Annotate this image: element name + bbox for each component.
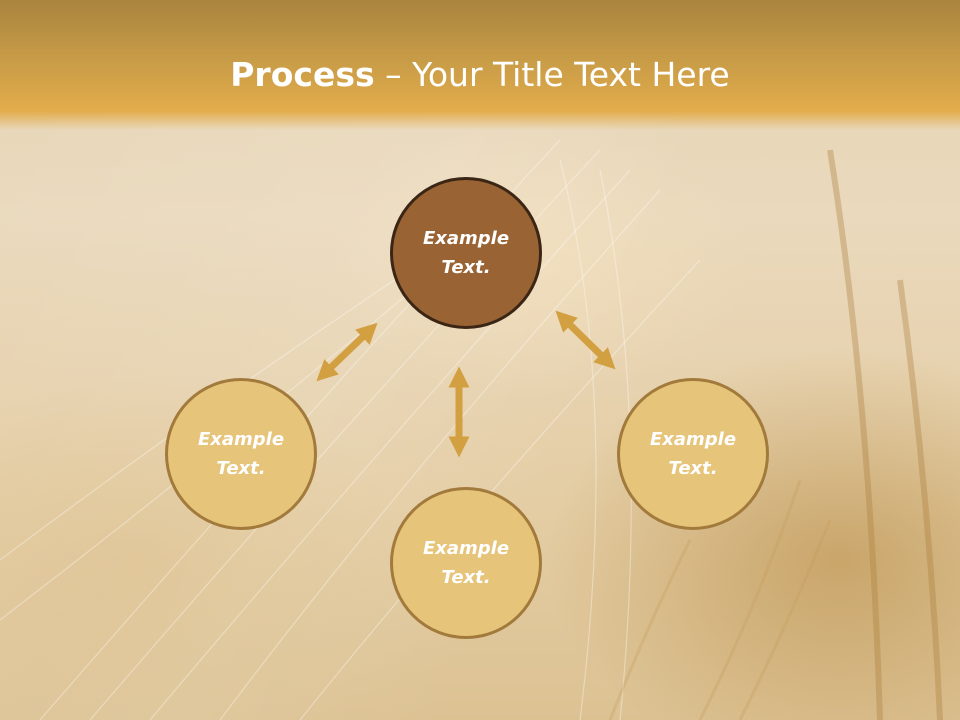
- node-bottom-line2: Text.: [441, 567, 491, 588]
- arrow-top-right: [555, 310, 616, 370]
- node-top-line2: Text.: [441, 257, 491, 278]
- arrow-top-left: [316, 322, 378, 382]
- node-bottom-line1: Example: [422, 538, 510, 559]
- node-left[interactable]: Example Text.: [165, 378, 317, 530]
- node-top[interactable]: Example Text.: [390, 177, 542, 329]
- node-left-line2: Text.: [216, 458, 266, 479]
- node-right-line2: Text.: [668, 458, 718, 479]
- node-bottom[interactable]: Example Text.: [390, 487, 542, 639]
- node-top-line1: Example: [422, 228, 510, 249]
- title-banner: [0, 0, 960, 130]
- title-bold: Process: [230, 55, 375, 94]
- slide-title: Process – Your Title Text Here: [0, 55, 960, 95]
- node-right[interactable]: Example Text.: [617, 378, 769, 530]
- node-right-line1: Example: [649, 429, 737, 450]
- title-rest: – Your Title Text Here: [374, 55, 730, 94]
- node-left-line1: Example: [197, 429, 285, 450]
